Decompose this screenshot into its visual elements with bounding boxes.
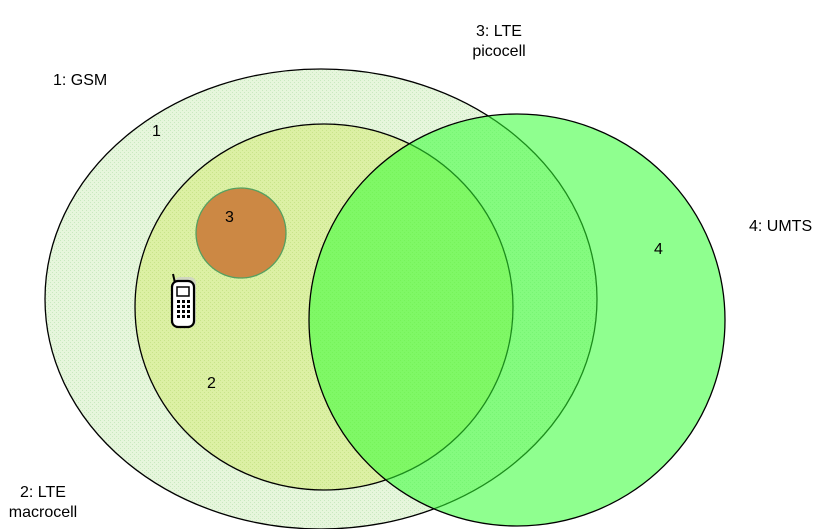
umts-cell-number: 4 — [654, 241, 663, 258]
umts-cell — [308, 113, 726, 527]
picocell-caption: 3: LTE picocell — [454, 22, 544, 62]
macrocell-caption: 2: LTE macrocell — [2, 483, 84, 523]
picocell-caption-line2: picocell — [472, 43, 526, 60]
mobile-phone-icon — [170, 273, 196, 329]
picocell-number: 3 — [225, 209, 234, 226]
umts-caption: 4: UMTS — [749, 218, 813, 235]
gsm-cell-number: 1 — [152, 123, 161, 140]
lte-picocell — [195, 187, 287, 279]
picocell-caption-line1: 3: LTE — [476, 23, 522, 40]
macrocell-caption-line1: 2: LTE — [20, 484, 66, 501]
macrocell-number: 2 — [207, 375, 216, 392]
gsm-caption: 1: GSM — [53, 72, 108, 89]
macrocell-caption-line2: macrocell — [8, 504, 78, 521]
